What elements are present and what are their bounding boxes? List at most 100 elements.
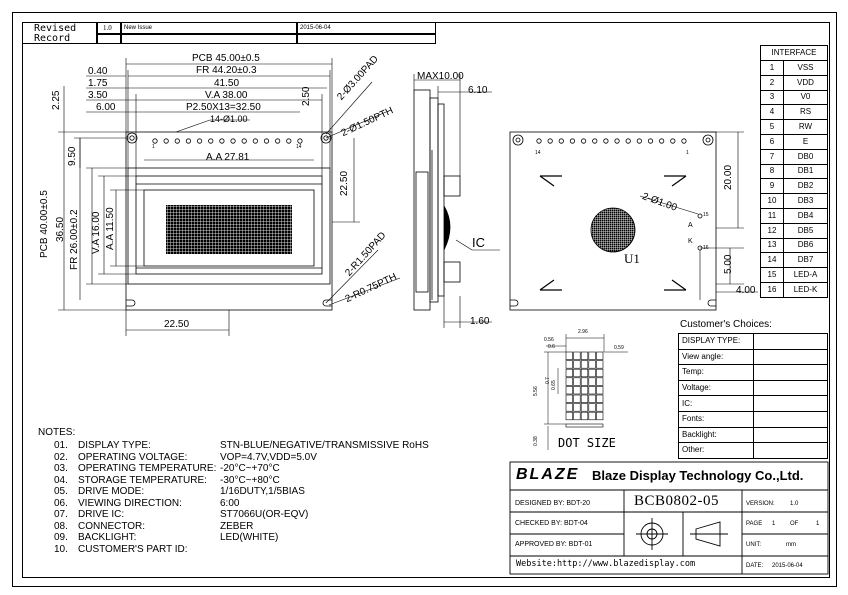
note-label: DISPLAY TYPE: <box>78 440 151 451</box>
dot-cell <box>588 360 596 369</box>
back-pin-holes <box>536 138 687 144</box>
dot-cell <box>596 351 604 360</box>
revision-header: Revised <box>34 23 77 34</box>
dot-5-56: 5.56 <box>533 386 539 396</box>
dot-cell <box>573 394 581 403</box>
date-label: DATE: <box>746 563 764 569</box>
choice-label: DISPLAY TYPE: <box>678 333 754 350</box>
viewing-area <box>135 175 323 275</box>
pin-hole <box>297 138 303 144</box>
pin-hole <box>208 138 214 144</box>
of-label: OF <box>790 521 799 527</box>
dot-cell <box>596 403 604 412</box>
mount-slot <box>322 299 332 307</box>
dim-3-50: 3.50 <box>88 90 108 101</box>
version-value: 1.0 <box>790 501 799 507</box>
note-value: ZEBER <box>220 520 254 532</box>
pin-number: 13 <box>760 237 784 254</box>
back-pin-hole <box>536 138 542 144</box>
mount-hole <box>129 135 135 141</box>
part-number: BCB0802-05 <box>634 493 720 509</box>
dim-va-width: V.A 38.00 <box>205 90 248 101</box>
choice-value[interactable] <box>753 364 828 381</box>
pin-name: DB3 <box>783 193 828 209</box>
dot-cell <box>573 351 581 360</box>
choices-table: DISPLAY TYPE:View angle:Temp:Voltage:IC:… <box>678 333 828 459</box>
back-pin-1: 1 <box>686 150 689 156</box>
pin-number: 7 <box>760 148 784 165</box>
back-view <box>509 131 758 311</box>
char-grid <box>166 205 292 254</box>
led-pin <box>697 213 703 219</box>
pin-hole <box>263 138 270 144</box>
website: Website:http://www.blazedisplay.com <box>516 559 696 569</box>
note-no: 02. <box>54 451 68 463</box>
note-no: 08. <box>54 520 68 532</box>
dot-cell <box>573 360 581 369</box>
pin-1-label: 1 <box>152 144 155 150</box>
dim-41-50: 41.50 <box>214 78 240 89</box>
note-label: VIEWING DIRECTION: <box>78 497 182 509</box>
pin-name: DB2 <box>783 178 828 195</box>
back-pin-hole <box>580 138 587 144</box>
back-pin-hole <box>603 138 609 144</box>
dot-cell <box>596 411 604 421</box>
choice-value[interactable] <box>753 410 828 428</box>
choice-value[interactable] <box>753 442 828 459</box>
pin-hole <box>197 138 203 144</box>
unit-label: UNIT: <box>746 542 761 548</box>
dot-cell <box>580 368 589 378</box>
choice-label: Temp: <box>678 364 754 381</box>
choice-label: Other: <box>678 442 754 459</box>
choice-value[interactable] <box>753 333 828 350</box>
led-16: 16 <box>703 245 709 251</box>
note-label: DRIVE MODE: <box>78 486 145 497</box>
choice-value[interactable] <box>753 395 828 412</box>
note-value: ST7066U(OR-EQV) <box>220 509 309 520</box>
dot-0-65: 0.65 <box>551 380 557 390</box>
pin-name: VDD <box>783 74 828 91</box>
side-view <box>413 74 500 328</box>
choice-value[interactable] <box>753 348 828 366</box>
note-no: 01. <box>54 440 68 451</box>
dim-pin-hole: 14-Ø1.00 <box>210 114 248 124</box>
unit-value: mm <box>786 542 796 548</box>
choice-row: IC: <box>678 395 828 412</box>
choice-value[interactable] <box>753 379 828 397</box>
dot-cell <box>565 360 573 369</box>
note-no: 03. <box>54 463 68 474</box>
dim-22-50-h: 22.50 <box>164 319 190 330</box>
date-value: 2015-06-04 <box>772 563 803 569</box>
dim-aa-width: A.A 27.81 <box>206 152 250 163</box>
pin-hole <box>219 138 225 144</box>
choice-value[interactable] <box>753 426 828 444</box>
dot-cell <box>588 351 596 360</box>
dot-cell <box>596 377 604 386</box>
checked-by: CHECKED BY: BDT-04 <box>515 520 588 527</box>
company-name: Blaze Display Technology Co.,Ltd. <box>592 468 804 483</box>
dot-grid <box>565 351 604 428</box>
pin-hole <box>230 138 236 144</box>
active-area <box>143 189 315 267</box>
note-no: 04. <box>54 474 68 486</box>
pin-hole <box>275 138 281 144</box>
choice-label: Backlight: <box>678 426 754 444</box>
revision-version: 1.0 <box>103 24 112 32</box>
dim-11-50: A.A 11.50 <box>105 207 116 250</box>
revision-description: New Issue <box>124 25 153 31</box>
back-pin-hole <box>636 138 642 144</box>
dim-22-50-v: 22.50 <box>339 170 350 196</box>
pin-holes <box>152 138 303 144</box>
note-no: 10. <box>54 543 68 555</box>
dot-cell <box>565 351 573 360</box>
interface-title: INTERFACE <box>760 45 828 61</box>
dot-0-38: 0.38 <box>533 436 539 446</box>
